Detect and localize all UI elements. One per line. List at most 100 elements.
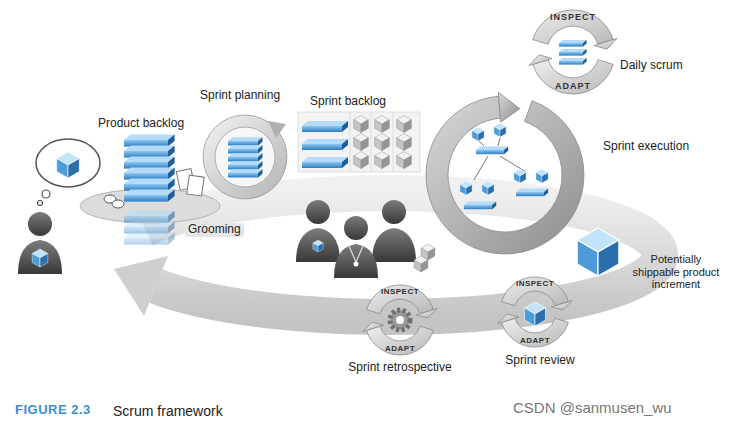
shirt-cube (313, 240, 323, 252)
ring-word: ADAPT (385, 344, 415, 353)
planning-arrowhead (268, 121, 286, 138)
planning-ring-edge (203, 115, 287, 199)
figure-number: FIGURE 2.3 (15, 403, 91, 418)
sprint-execution-cycle: Sprint execution (422, 92, 700, 260)
task-cube (460, 181, 472, 195)
team-figures (296, 200, 435, 278)
task-cube (375, 134, 390, 151)
cycle-arc (502, 318, 569, 347)
daily-scrum-interior (559, 40, 587, 65)
backlog-item (124, 146, 175, 158)
flow-band-path (145, 193, 660, 317)
sprint-backlog-illustration (298, 112, 420, 172)
figure-caption: Scrum framework (113, 403, 223, 419)
task-cube (482, 181, 494, 195)
planning-ring-edge (215, 127, 275, 187)
person-figure (18, 212, 62, 274)
cycle-arc (502, 277, 569, 306)
activity-label: Grooming (185, 223, 244, 237)
stage-label: Sprint planning (200, 89, 280, 103)
backlog-item (124, 168, 175, 180)
cycle-ring (418, 88, 592, 262)
thought-cloud (36, 139, 100, 187)
grid-line (393, 112, 394, 172)
backlog-item (302, 139, 348, 150)
cycle-arc (367, 285, 434, 314)
backlog-item (124, 157, 175, 169)
task-cube (536, 169, 548, 183)
backlog-item (124, 233, 175, 245)
grid-line (371, 112, 372, 172)
shirt-cube (32, 249, 48, 267)
tree-line (478, 140, 484, 146)
stage-label: Sprint retrospective (348, 361, 451, 375)
review-cube (525, 302, 546, 326)
document-sheet (187, 175, 204, 196)
idea-cube (57, 152, 80, 178)
backlog-item (228, 153, 263, 161)
backlog-item (516, 189, 548, 197)
tree-line (474, 156, 488, 180)
backlog-item (228, 169, 263, 177)
planning-illustration (203, 115, 287, 199)
task-cube (472, 127, 484, 141)
stage-label: Sprint execution (603, 140, 689, 154)
cycle-arrowhead (551, 300, 572, 309)
cycle-arrowhead (594, 38, 617, 49)
stage-label: Product backlog (98, 117, 184, 131)
backlog-item (124, 135, 175, 147)
backlog-item (124, 190, 175, 202)
cycle-arrowhead (498, 314, 519, 323)
ring-word: ADAPT (555, 81, 591, 91)
grid-line (350, 112, 351, 172)
thought-bubble (42, 190, 50, 198)
watermark: CSDN @sanmusen_wu (513, 399, 672, 416)
planning-cycle: Sprint planning (192, 86, 300, 204)
task-cube (514, 169, 526, 183)
backlog-item (228, 145, 263, 153)
task-cube (375, 116, 390, 133)
backlog-item (124, 179, 175, 191)
label-anchor: FIGURE 2.3 (15, 403, 91, 418)
caption-anchor: Scrum framework (113, 403, 223, 419)
task-cube (421, 244, 435, 260)
task-cube (397, 134, 412, 151)
task-cube (354, 152, 369, 169)
backlog-item (302, 157, 348, 168)
flow-band-arrowhead (114, 256, 168, 316)
lanyard (349, 246, 363, 262)
backlog-item (559, 40, 587, 47)
gear-hub (396, 316, 404, 324)
tree-line (498, 138, 500, 146)
ring-word: ADAPT (520, 336, 550, 345)
retrospective-cycle: INSPECT ADAPT Sprint retrospective (334, 278, 466, 378)
person-figure (296, 200, 340, 262)
person-figure (334, 216, 378, 278)
planning-ring (209, 121, 281, 193)
task-cube (354, 116, 369, 133)
stage-label: Potentially shippable product increment (630, 253, 722, 291)
ring-word: INSPECT (381, 287, 419, 296)
ring-word: INSPECT (516, 279, 554, 288)
stage-label: Sprint backlog (310, 95, 386, 109)
retrospective-gear (390, 310, 410, 330)
backlog-item (228, 161, 263, 169)
backlog-panel (298, 112, 420, 172)
backlog-item (124, 222, 175, 234)
cycle-arc (367, 326, 434, 355)
sprint-backlog-grid: Sprint backlog (296, 92, 430, 174)
increment-cube: Potentially shippable product increment (568, 222, 726, 296)
task-cube (354, 134, 369, 151)
task-cube (494, 123, 506, 137)
execution-interior (460, 123, 548, 209)
backlog-item (559, 49, 587, 56)
backlog-item (464, 202, 496, 210)
task-cube (375, 152, 390, 169)
tree-line (500, 156, 526, 172)
increment-cube-symbol (577, 228, 619, 276)
backlog-item (559, 58, 587, 65)
badge (354, 262, 359, 267)
person-figure (372, 200, 416, 262)
label-anchor: CSDN @sanmusen_wu (513, 399, 672, 416)
